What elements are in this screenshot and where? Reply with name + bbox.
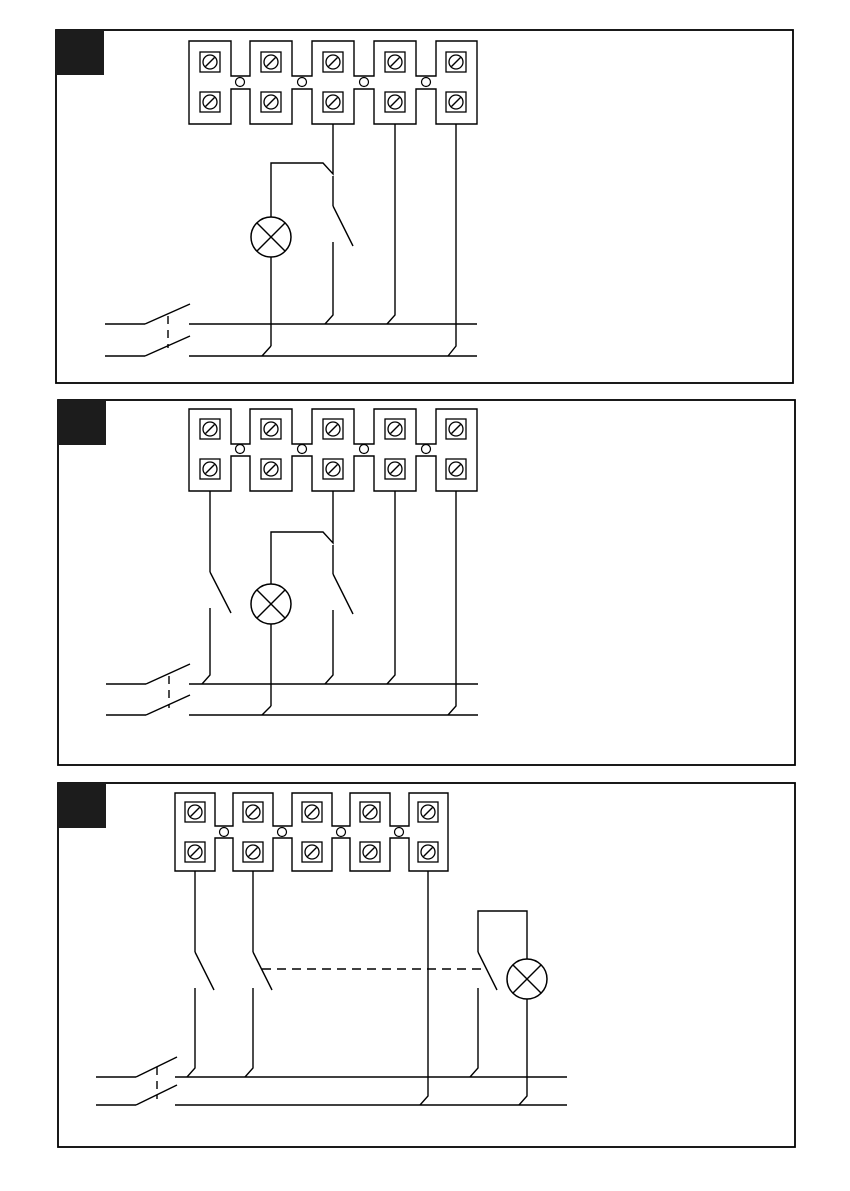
double-pole-main-switch — [105, 304, 477, 356]
panel-marker — [58, 400, 106, 445]
panel-3 — [58, 783, 795, 1147]
switch-contact — [195, 952, 214, 990]
lamp — [251, 584, 291, 624]
panel-1 — [56, 30, 793, 383]
terminal-block — [175, 793, 448, 871]
terminal-block — [189, 41, 477, 124]
panel-frame — [58, 400, 795, 765]
bridge-holes — [236, 78, 431, 87]
switch-contact — [333, 574, 353, 614]
switch-contact — [478, 952, 497, 990]
panel-frame — [58, 783, 795, 1147]
terminal-block — [189, 409, 477, 491]
panel-marker — [58, 783, 106, 828]
bridge-holes — [220, 828, 404, 837]
switch-contact — [210, 572, 231, 613]
panel-marker — [56, 30, 104, 75]
panel-2 — [58, 400, 795, 765]
bridge-holes — [236, 445, 431, 454]
double-pole-main-switch — [106, 664, 478, 715]
wiring — [187, 871, 527, 1105]
lamp — [251, 217, 291, 257]
wiring — [202, 491, 456, 715]
switch-contact — [253, 952, 272, 990]
lamp — [507, 959, 547, 999]
double-pole-main-switch — [96, 1057, 567, 1105]
switch-contact — [333, 206, 353, 246]
